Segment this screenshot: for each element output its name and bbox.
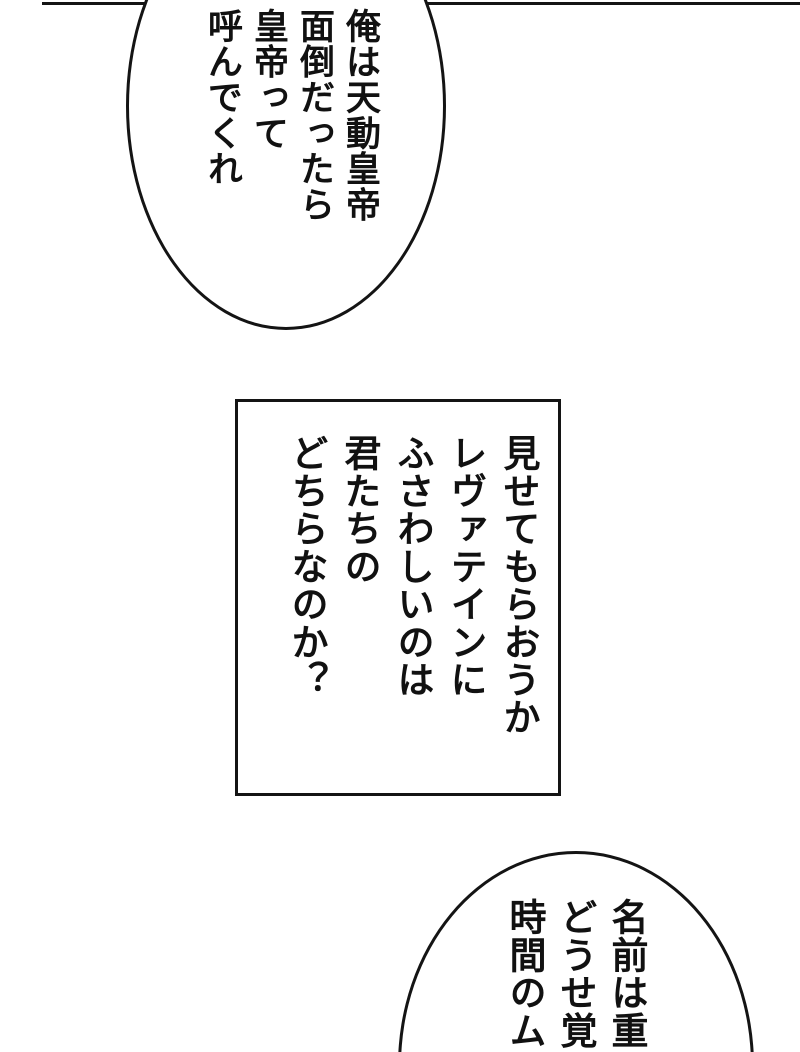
text-column: 君たちの (338, 434, 379, 585)
text-column: 見せてもらおうか (497, 434, 538, 736)
caption-box-text: 見せてもらおうか レヴァテインに ふさわしいのは 君たちの どちらなのか？ (285, 434, 538, 736)
text-column: 皇帝って (249, 8, 288, 151)
text-column: 名前は重 (605, 898, 646, 1049)
text-column: 時間のム (503, 898, 544, 1049)
caption-box-panel (235, 399, 561, 796)
speech-bubble-bottom-text: 名前は重 どうせ覚 時間のム (500, 898, 646, 1049)
text-column: ふさわしいのは (391, 434, 432, 699)
text-column: 俺は天動皇帝 (341, 8, 380, 223)
text-column: 呼んでくれ (203, 8, 242, 187)
text-column: レヴァテインに (444, 434, 485, 699)
text-column: どうせ覚 (554, 898, 595, 1049)
text-column: 面倒だったら (295, 8, 334, 223)
text-column: どちらなのか？ (285, 434, 326, 699)
speech-bubble-top-text: 俺は天動皇帝 面倒だったら 皇帝って 呼んでくれ (196, 8, 380, 223)
